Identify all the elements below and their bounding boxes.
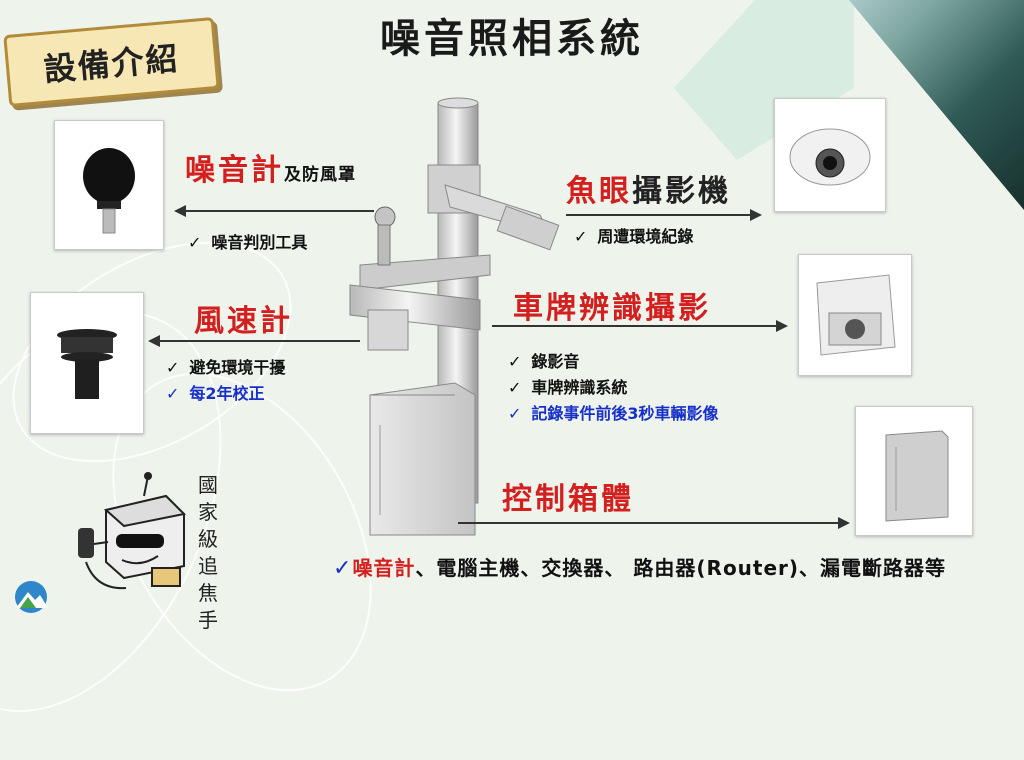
mascot-doodle <box>78 472 187 590</box>
plate-camera-features: ✓錄影音 ✓車牌辨識系統 ✓記錄事件前後3秒車輛影像 <box>508 349 719 427</box>
noise-meter-photo <box>54 120 164 250</box>
fisheye-camera-icon <box>789 128 871 186</box>
cabinet-contents-rest: 、電腦主機、交換器、 路由器(Router)、漏電斷路器等 <box>415 556 947 580</box>
list-item: ✓記錄事件前後3秒車輛影像 <box>508 404 719 423</box>
cabinet-contents-highlight: 噪音計 <box>352 556 416 580</box>
plate-camera-photo <box>798 254 912 376</box>
control-cabinet-icon <box>885 430 949 522</box>
cabinet-contents: ✓噪音計、電腦主機、交換器、 路由器(Router)、漏電斷路器等 <box>333 552 946 581</box>
list-item: ✓每2年校正 <box>166 384 265 403</box>
anemometer-features: ✓避免環境干擾 ✓每2年校正 <box>166 355 285 407</box>
noise-meter-suffix: 及防風罩 <box>284 165 356 185</box>
anemometer-arrow <box>148 335 360 347</box>
fisheye-camera-name-red: 魚眼 <box>566 174 632 209</box>
noise-meter-features: ✓噪音判別工具 <box>188 230 307 256</box>
plate-camera-arrow <box>492 320 788 332</box>
mascot-caption: 國 家 級 追 焦 手 <box>198 473 218 632</box>
noise-meter-label: 噪音計及防風罩 <box>185 145 356 189</box>
check-icon: ✓ <box>333 556 353 581</box>
pole-system-illustration <box>349 97 560 536</box>
noise-meter-icon <box>83 148 135 234</box>
list-item: ✓避免環境干擾 <box>166 358 286 377</box>
anemometer-icon <box>57 329 117 399</box>
list-item: ✓錄影音 <box>508 352 580 371</box>
control-cabinet-photo <box>855 406 973 536</box>
fisheye-camera-label: 魚眼攝影機 <box>566 166 731 210</box>
control-cabinet-label: 控制箱體 <box>502 482 634 517</box>
anemometer-photo <box>30 292 144 434</box>
noise-meter-arrow <box>174 205 374 217</box>
mountain-logo-icon <box>15 581 48 613</box>
plate-camera-icon <box>816 274 896 356</box>
list-item: ✓車牌辨識系統 <box>508 378 628 397</box>
anemometer-label: 風速計 <box>194 304 293 339</box>
fisheye-camera-photo <box>774 98 886 212</box>
noise-meter-name: 噪音計 <box>185 153 284 188</box>
fisheye-camera-name-dark: 攝影機 <box>632 174 731 209</box>
control-cabinet-arrow <box>458 517 850 529</box>
list-item: ✓周遭環境紀錄 <box>574 227 694 246</box>
list-item: ✓噪音判別工具 <box>188 233 308 252</box>
plate-camera-label: 車牌辨識攝影 <box>513 291 711 326</box>
fisheye-camera-features: ✓周遭環境紀錄 <box>574 224 693 250</box>
fisheye-camera-arrow <box>566 209 762 221</box>
page-title: 噪音照相系統 <box>380 16 644 62</box>
